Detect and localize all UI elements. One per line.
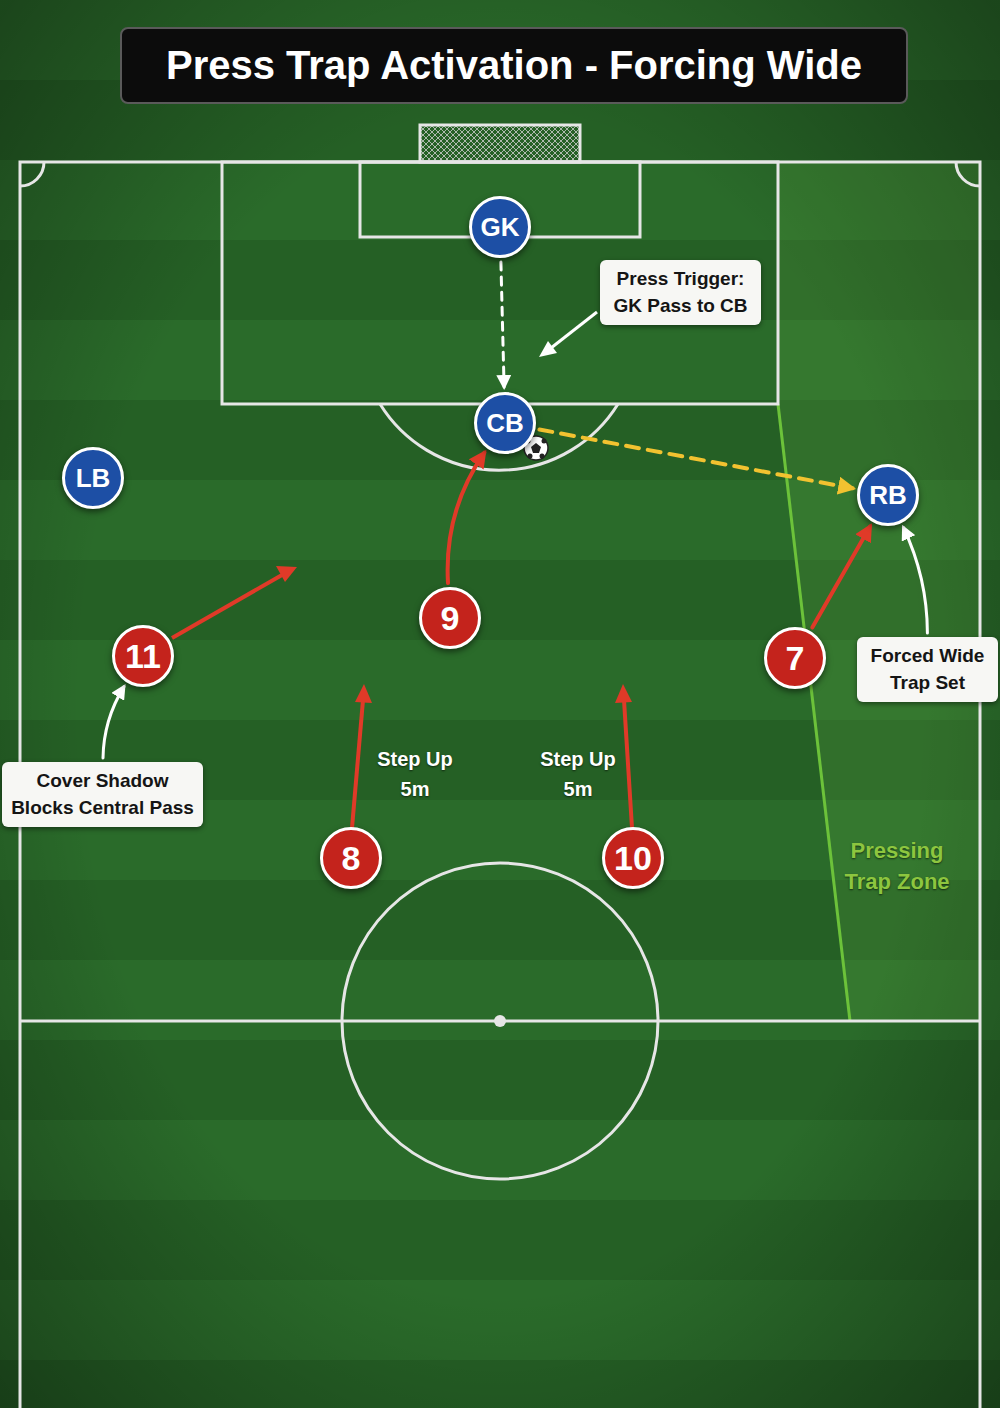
run-arrow (624, 700, 632, 828)
ball-panel (540, 454, 545, 459)
arrow-head (539, 341, 557, 357)
title-text: Press Trap Activation - Forcing Wide (166, 43, 862, 88)
player-circle: CB (474, 392, 536, 454)
title-box: Press Trap Activation - Forcing Wide (120, 27, 908, 104)
callout-box: Cover Shadow Blocks Central Pass (2, 762, 203, 827)
connector (103, 687, 124, 758)
connector (448, 453, 485, 583)
player-number: LB (76, 465, 111, 491)
centre-circle (342, 863, 658, 1179)
corner-arc (956, 162, 980, 186)
callout-text: Press Trigger: GK Pass to CB (608, 266, 753, 319)
penalty-box (222, 162, 778, 404)
run-arrow (172, 575, 282, 638)
player-number: 7 (786, 641, 805, 675)
player-number: 8 (342, 841, 361, 875)
player-circle: 8 (320, 827, 382, 889)
annotation-label: Pressing Trap Zone (844, 836, 950, 898)
corner-arc (20, 162, 44, 186)
callout-text: Cover Shadow Blocks Central Pass (10, 768, 195, 821)
player-number: 9 (441, 601, 460, 635)
centre-spot (494, 1015, 506, 1027)
movement-arrows (172, 566, 632, 828)
player-circle: 11 (112, 625, 174, 687)
leader (551, 312, 597, 348)
player-circle: LB (62, 447, 124, 509)
player-number: 11 (125, 639, 161, 673)
player-number: 10 (614, 841, 652, 875)
connector (903, 528, 927, 634)
player-circle: 7 (764, 627, 826, 689)
trap-zone (778, 162, 980, 1021)
player-number: CB (486, 410, 524, 436)
run-arrow (352, 700, 363, 828)
goal-net (420, 125, 580, 162)
callout-box: Forced Wide Trap Set (857, 637, 998, 702)
trap-zone-edge (778, 404, 850, 1021)
player-circle: 9 (419, 587, 481, 649)
connector (501, 262, 504, 387)
arrow-head (615, 684, 632, 703)
callout-box: Press Trigger: GK Pass to CB (600, 260, 761, 325)
player-circle: RB (857, 464, 919, 526)
arrow-head (355, 684, 372, 703)
player-number: GK (481, 214, 520, 240)
arrow-head (276, 566, 297, 582)
player-circle: GK (469, 196, 531, 258)
ball-panel (528, 454, 533, 459)
player-circle: 10 (602, 827, 664, 889)
connector (812, 526, 870, 627)
leader-line (539, 312, 597, 357)
player-number: RB (869, 482, 907, 508)
callout-text: Forced Wide Trap Set (865, 643, 990, 696)
annotation-label: Step Up 5m (372, 744, 458, 804)
ball-panel (542, 439, 547, 444)
annotation-label: Step Up 5m (535, 744, 621, 804)
ball-panel (531, 443, 541, 453)
connector (539, 430, 852, 489)
